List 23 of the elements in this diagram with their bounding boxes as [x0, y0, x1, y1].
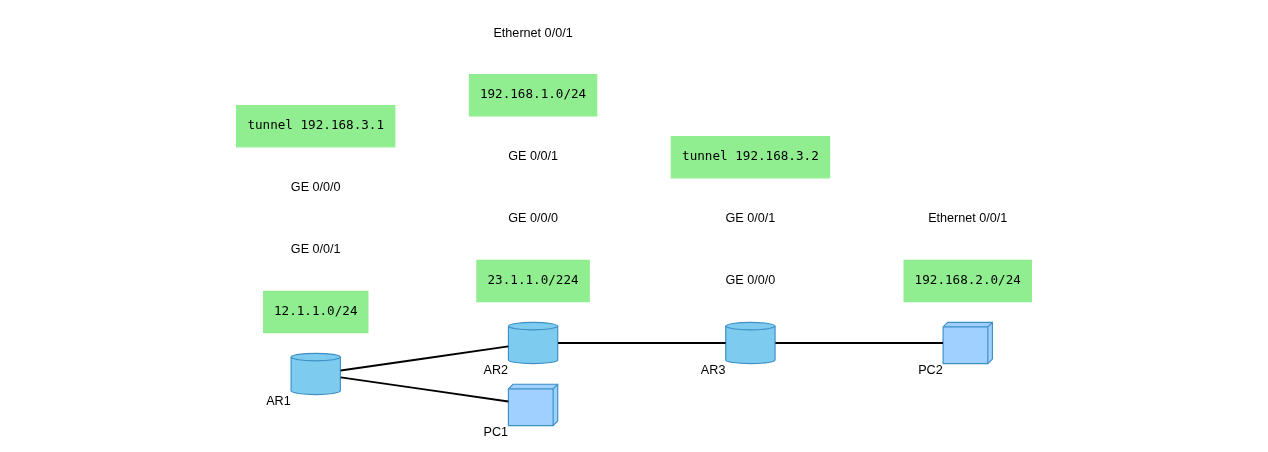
label: Ethernet 0/0/1 [493, 25, 573, 40]
node-label: AR2 [483, 362, 509, 377]
connector [339, 376, 510, 403]
connector [774, 342, 944, 344]
label: Ethernet 0/0/1 [928, 211, 1008, 226]
label: 23.1.1.0/224 [487, 272, 579, 288]
node-label: PC2 [918, 362, 943, 377]
connector [557, 342, 727, 344]
label: GE 0/0/0 [508, 211, 558, 226]
label: GE 0/0/0 [725, 273, 776, 288]
node-label: AR3 [700, 362, 726, 377]
connector [339, 345, 510, 372]
label: GE 0/0/0 [290, 180, 341, 195]
label: 12.1.1.0/24 [273, 303, 358, 319]
label: tunnel 192.168.3.2 [682, 148, 819, 164]
label: GE 0/0/1 [725, 211, 776, 226]
label: tunnel 192.168.3.1 [247, 117, 385, 133]
label: GE 0/0/1 [290, 242, 341, 257]
label: 192.168.2.0/24 [914, 272, 1021, 288]
label: 192.168.1.0/24 [479, 86, 587, 102]
label: GE 0/0/1 [508, 149, 558, 164]
node-label: PC1 [483, 424, 509, 439]
node-label: AR1 [266, 393, 291, 408]
